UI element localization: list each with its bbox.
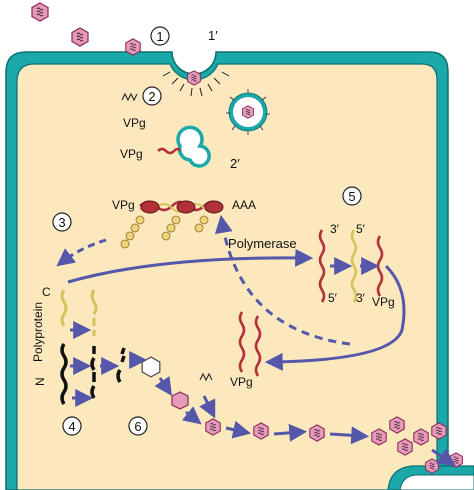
label-5-prime-top: 5′ bbox=[356, 222, 366, 236]
label-polyprotein: Polyprotein bbox=[31, 302, 45, 362]
svg-text:2: 2 bbox=[148, 89, 155, 104]
virion-mature bbox=[389, 416, 405, 434]
ribosome bbox=[176, 200, 196, 214]
svg-text:3: 3 bbox=[58, 215, 65, 230]
receptor-bristles bbox=[162, 71, 230, 97]
virion-mature bbox=[397, 438, 413, 456]
virion-released bbox=[449, 452, 463, 468]
label-polymerase: Polymerase bbox=[228, 236, 297, 251]
empty-capsid bbox=[141, 356, 161, 378]
virion-extracellular-2 bbox=[71, 27, 89, 47]
virion-released bbox=[425, 458, 439, 474]
label-aaa: AAA bbox=[232, 198, 256, 212]
svg-text:1: 1 bbox=[156, 29, 163, 44]
svg-text:6: 6 bbox=[134, 419, 141, 434]
translating-mrna bbox=[120, 200, 224, 249]
virion-attaching bbox=[125, 38, 141, 56]
arrow-polymerase bbox=[67, 248, 314, 284]
label-vpg-uncoating: VPg bbox=[120, 147, 143, 161]
label-vpg-entry: VPg bbox=[123, 116, 146, 130]
step-5: 5 bbox=[342, 186, 362, 206]
virion-mature bbox=[253, 422, 269, 440]
step-3: 3 bbox=[52, 212, 72, 232]
ribosome bbox=[204, 200, 224, 214]
virion-released bbox=[431, 422, 447, 440]
label-1-prime: 1′ bbox=[208, 28, 218, 43]
provirion bbox=[171, 391, 189, 410]
arrow-replication-to-genomes bbox=[264, 264, 406, 371]
step-6: 6 bbox=[128, 416, 148, 436]
label-c-terminus: C bbox=[42, 285, 51, 299]
label-vpg-translation: VPg bbox=[112, 198, 135, 212]
replication-intermediate bbox=[318, 229, 384, 303]
ribosome bbox=[140, 200, 160, 214]
polyprotein-chain bbox=[60, 289, 126, 405]
virion-mature bbox=[371, 428, 387, 446]
label-n-terminus: N bbox=[33, 377, 47, 386]
step-1: 1 bbox=[150, 26, 170, 46]
virion-in-pit bbox=[187, 70, 201, 86]
virion-mature bbox=[205, 418, 221, 436]
vpg-tail bbox=[199, 372, 213, 382]
arrow-translation-to-polyprotein bbox=[56, 238, 107, 267]
label-3-prime-top: 3′ bbox=[330, 222, 340, 236]
virion-mature bbox=[309, 424, 325, 442]
label-vpg-replication: VPg bbox=[372, 295, 395, 309]
svg-text:4: 4 bbox=[68, 419, 75, 434]
uncoating-capsid bbox=[157, 125, 211, 168]
cell-membrane bbox=[5, 51, 474, 490]
virion-mature bbox=[413, 428, 429, 446]
new-genomes bbox=[238, 311, 262, 377]
assembly-pathway bbox=[129, 351, 463, 474]
step-4: 4 bbox=[62, 416, 82, 436]
endosome bbox=[226, 89, 270, 135]
label-5-prime-bottom: 5′ bbox=[328, 291, 338, 305]
virion-extracellular-1 bbox=[31, 2, 49, 22]
step-2: 2 bbox=[142, 86, 162, 106]
svg-text:5: 5 bbox=[348, 189, 355, 204]
label-3-prime-bottom: 3′ bbox=[356, 291, 366, 305]
label-2-prime: 2′ bbox=[230, 156, 240, 171]
released-rna bbox=[121, 92, 138, 102]
label-vpg-new-genome: VPg bbox=[230, 375, 253, 389]
